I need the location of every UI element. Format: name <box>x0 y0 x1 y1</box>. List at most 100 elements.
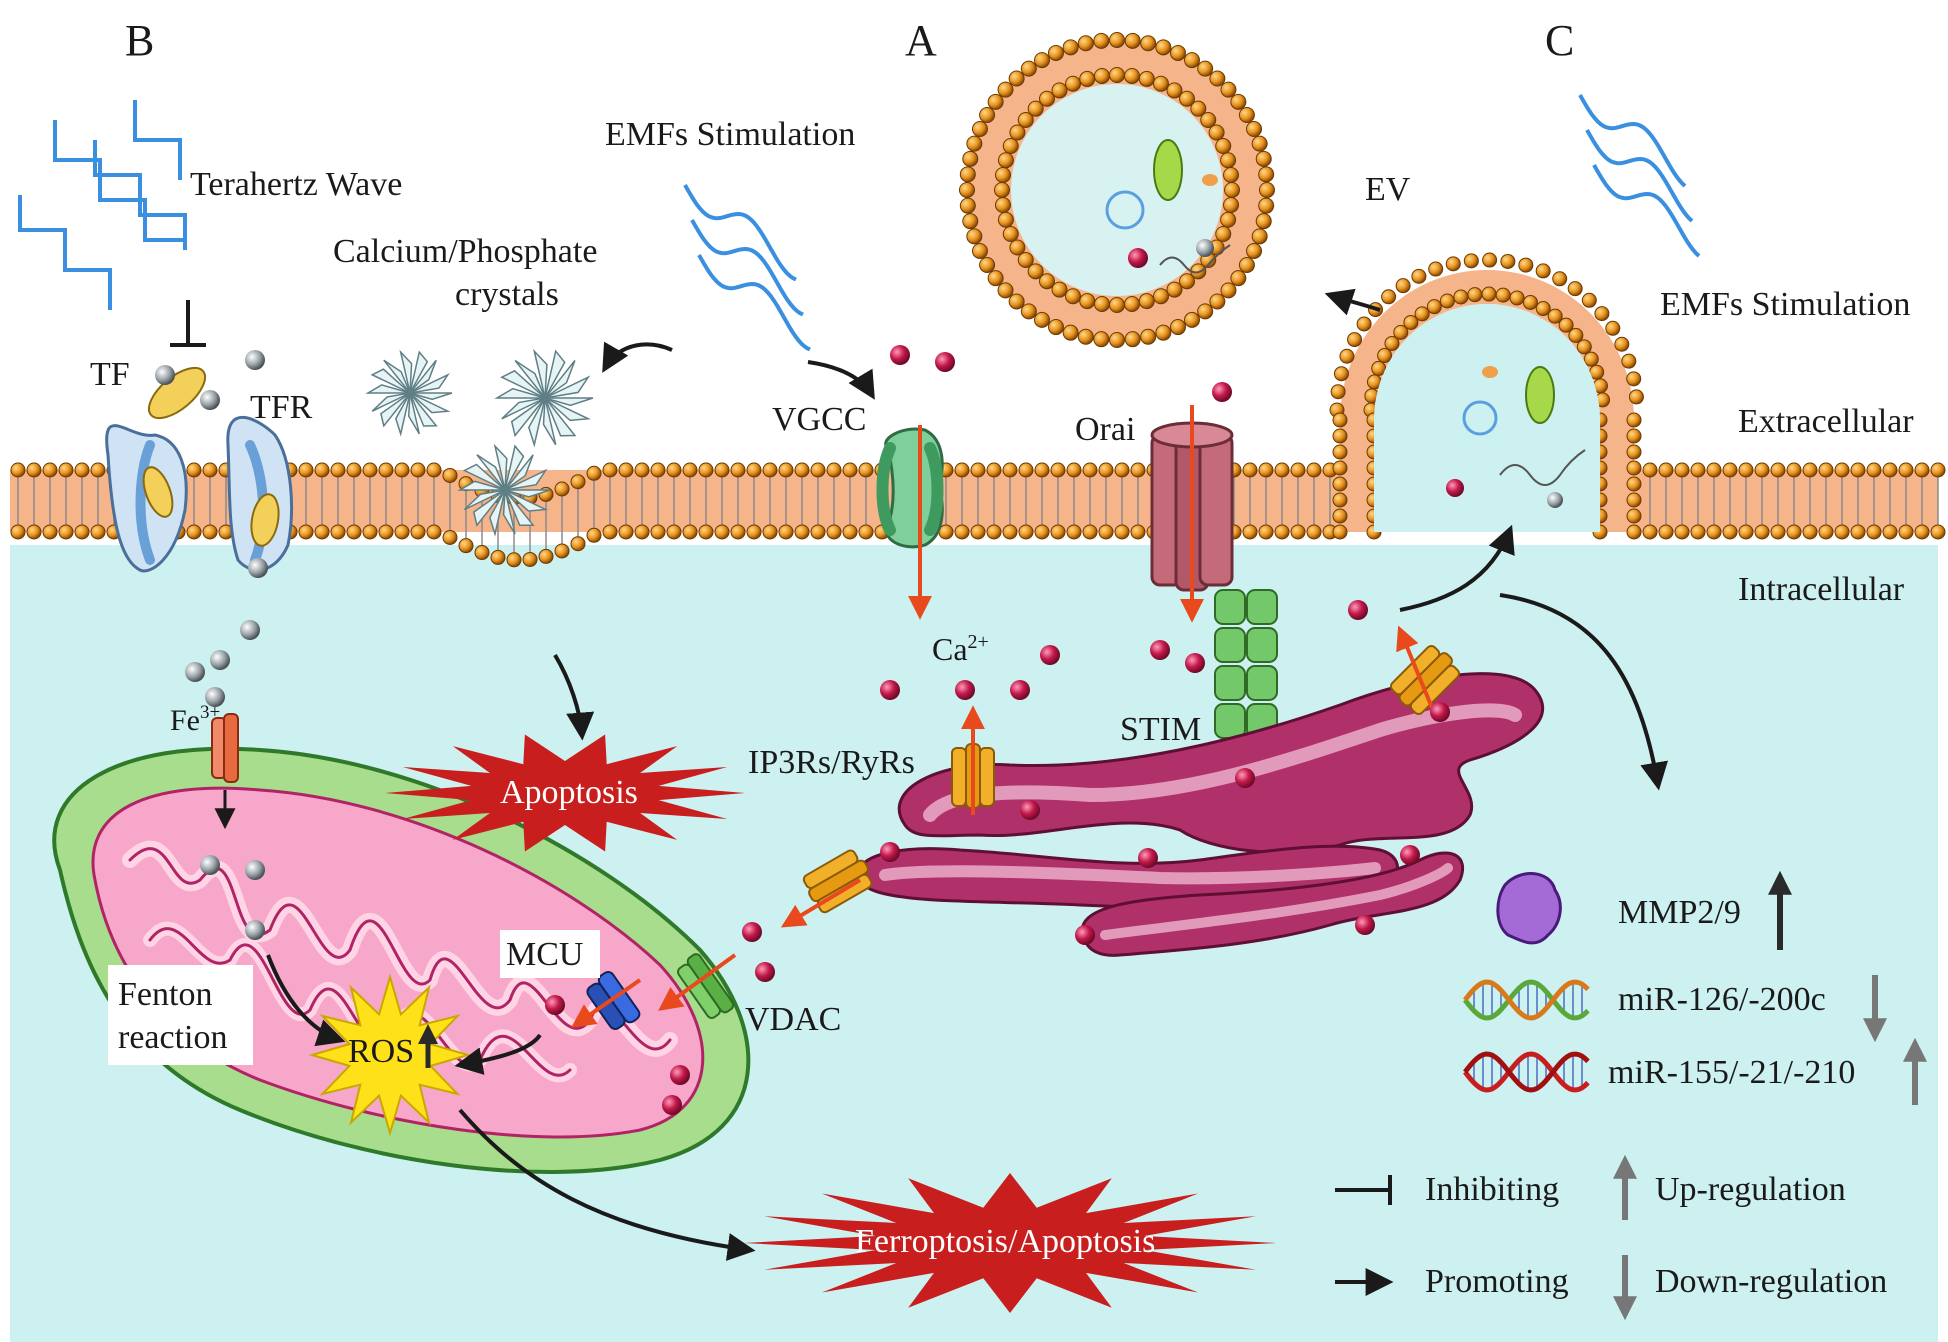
lipid-head <box>426 462 442 478</box>
lipid-head <box>1255 213 1272 230</box>
calcium-ion <box>1075 925 1095 945</box>
lipid-head <box>1339 348 1355 364</box>
lipid-head <box>1722 524 1738 540</box>
lipid-head <box>1034 311 1050 328</box>
lipid-head <box>634 462 650 478</box>
lipid-head <box>1332 428 1348 444</box>
lipid-head <box>378 462 394 478</box>
lipid-head <box>1098 462 1114 478</box>
legend-down-regulation: Down-regulation <box>1655 1263 1887 1300</box>
crystal-shard <box>462 463 506 491</box>
lipid-head <box>1002 524 1018 540</box>
arrow-crystals-to-apoptosis <box>553 653 595 741</box>
lipid-head <box>979 257 996 273</box>
ev-lumen <box>1011 84 1223 296</box>
lipid-head <box>1220 211 1237 228</box>
lipid-head <box>1124 32 1141 49</box>
calcium-ion <box>1348 600 1368 620</box>
lipid-head <box>1395 278 1411 294</box>
orai-channel <box>1150 405 1234 623</box>
calcium-ion <box>1150 640 1170 660</box>
crystal-shard <box>493 443 508 491</box>
stim-domain <box>1214 665 1246 701</box>
lipid-head <box>1467 287 1483 303</box>
crystal-shard <box>504 444 525 491</box>
lipid-head <box>1674 524 1690 540</box>
lipid-head <box>1850 462 1866 478</box>
lipid-head <box>426 524 442 540</box>
lipid-head <box>1453 289 1469 305</box>
lipid-head <box>1093 67 1110 84</box>
calcium-ion <box>662 1095 682 1115</box>
lipid-head <box>186 524 202 540</box>
lipid-head <box>1330 384 1346 400</box>
crystal-shard <box>407 392 421 435</box>
lipid-head <box>971 120 988 137</box>
lipid-head <box>1509 290 1525 306</box>
lipid-head <box>1690 524 1706 540</box>
lipid-head <box>1258 524 1274 540</box>
emf-wave-icon <box>1578 94 1701 258</box>
lipid-head <box>1255 150 1272 167</box>
lipid-head <box>1140 328 1157 345</box>
lipid-head <box>1082 462 1098 478</box>
lipid-head <box>1332 444 1348 460</box>
lipid-head <box>1079 70 1096 87</box>
lipid-head <box>1882 462 1898 478</box>
lipid-head <box>58 462 74 478</box>
lipid-head <box>1463 253 1479 269</box>
lipid-head <box>618 462 634 478</box>
plasma-membrane <box>10 252 1946 568</box>
ferroptosis-burst <box>744 1173 1276 1313</box>
lipid-head <box>1138 293 1155 310</box>
lipid-head <box>458 538 474 554</box>
lipid-head <box>1124 331 1141 348</box>
apoptosis-burst <box>385 734 745 852</box>
lipid-head <box>330 524 346 540</box>
lipid-head <box>362 524 378 540</box>
panel-label-a: A <box>905 16 937 65</box>
lipid-head <box>994 166 1011 183</box>
lipid-head <box>42 462 58 478</box>
lipid-head <box>1109 67 1125 83</box>
lipid-head <box>442 529 458 545</box>
lipid-head <box>959 197 976 214</box>
lipid-head <box>1605 320 1621 336</box>
crystal-shard <box>380 392 411 428</box>
lipid-head <box>1621 353 1637 369</box>
lipid-head <box>1077 35 1094 52</box>
lipid-head <box>634 524 650 540</box>
ev-label: EV <box>1365 171 1411 208</box>
crystal-shard <box>383 359 411 394</box>
lipid-head <box>1411 268 1427 284</box>
lipid-head <box>1109 332 1125 348</box>
calcium-ion <box>1010 680 1030 700</box>
lipid-head <box>1109 297 1125 313</box>
lipid-head <box>1290 462 1306 478</box>
lipid-head <box>650 462 666 478</box>
lipid-head <box>1002 226 1019 243</box>
lipid-head <box>1251 135 1268 152</box>
calcium-ion <box>955 680 975 700</box>
calcium-ion <box>1430 702 1450 722</box>
mmp-protein-icon <box>1496 872 1562 945</box>
calcium-ion <box>1185 653 1205 673</box>
lipid-head <box>490 549 506 565</box>
crystal-shard <box>500 369 546 399</box>
calcium-ion <box>1128 248 1148 268</box>
lipid-head <box>346 524 362 540</box>
crystal-shard <box>544 397 577 437</box>
lipid-head <box>698 462 714 478</box>
lipid-head <box>1567 281 1583 297</box>
vdac-channel <box>677 953 735 1019</box>
dna-cargo-icon <box>1499 449 1586 486</box>
lipid-head <box>74 462 90 478</box>
lipid-head <box>1077 328 1094 345</box>
lipid-head <box>1190 100 1207 117</box>
lipid-head <box>202 462 218 478</box>
lipid-head <box>1626 460 1642 476</box>
lipid-head <box>826 462 842 478</box>
ca-label: Ca2+ <box>932 631 989 667</box>
lipid-head <box>682 524 698 540</box>
